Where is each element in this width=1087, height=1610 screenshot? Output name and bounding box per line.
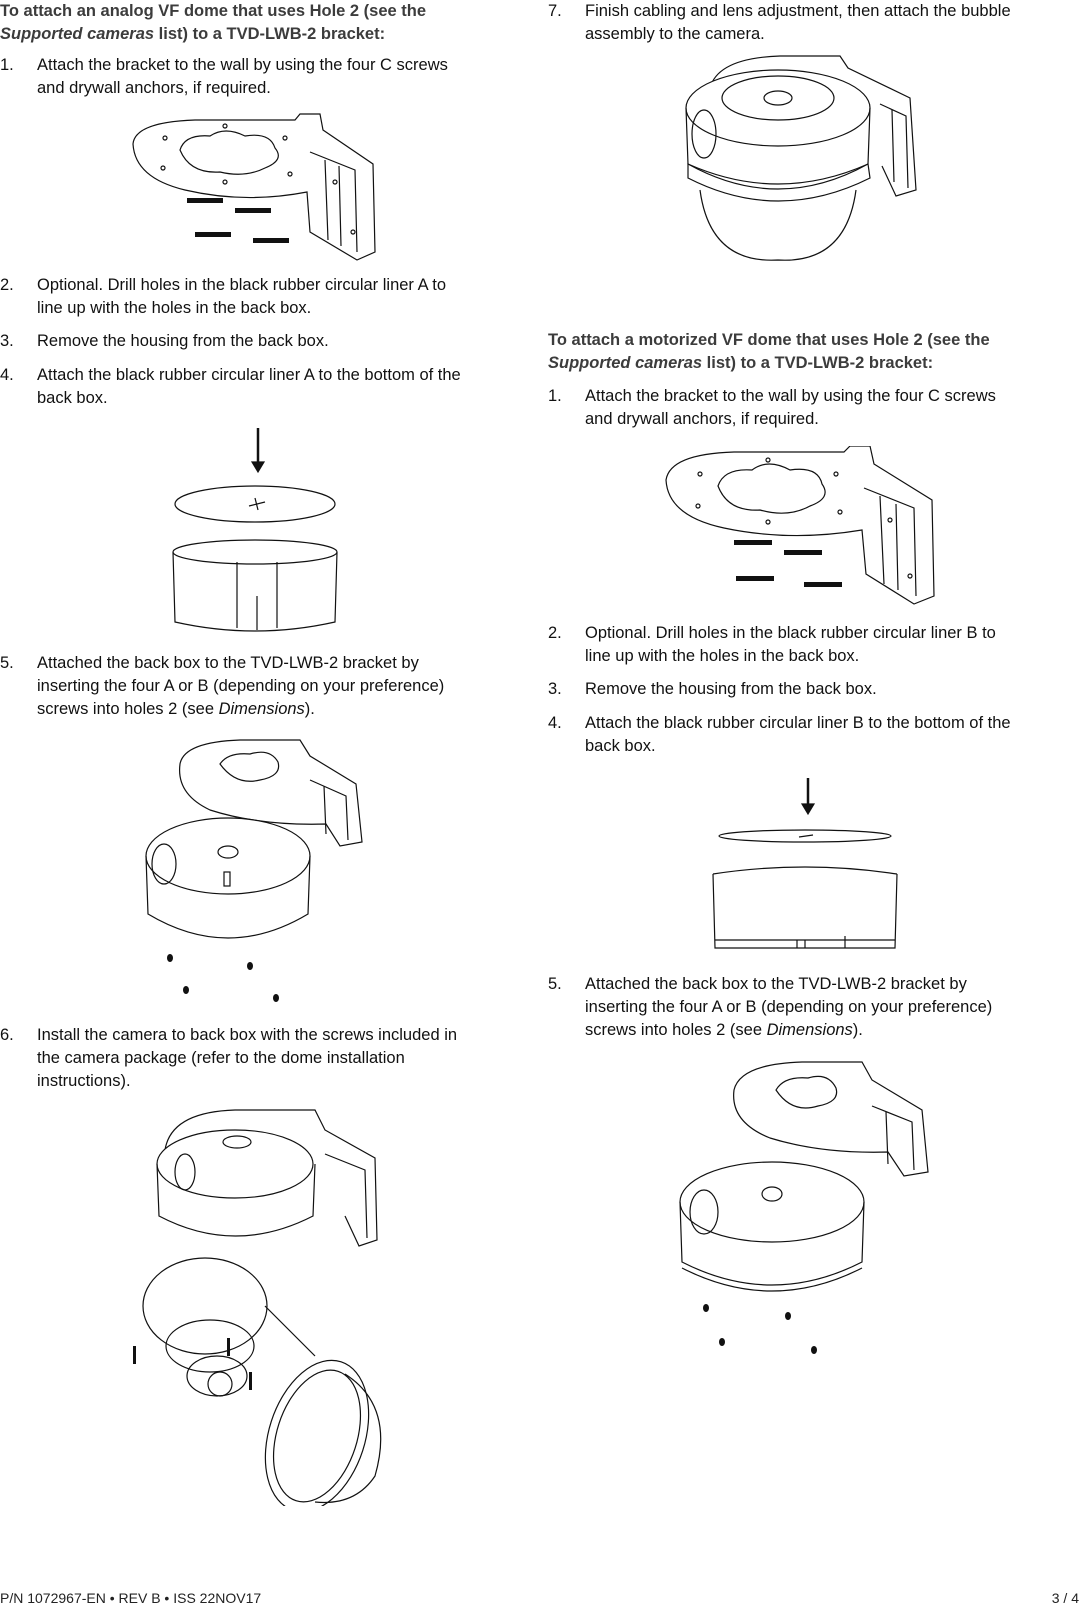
step-number: 1. bbox=[0, 56, 14, 74]
heading-text: To attach an analog VF dome that uses Ho… bbox=[0, 2, 427, 20]
step-text: line up with the holes in the back box. bbox=[37, 299, 312, 317]
step-text: assembly to the camera. bbox=[585, 25, 765, 43]
step-text: back box. bbox=[585, 737, 656, 755]
step-text: Attach the black rubber circular liner A… bbox=[37, 366, 461, 384]
step-text: instructions). bbox=[37, 1072, 131, 1090]
heading-italic-reference: Supported cameras bbox=[548, 354, 703, 372]
step-number: 6. bbox=[0, 1026, 14, 1044]
step-text: Install the camera to back box with the … bbox=[37, 1026, 458, 1044]
left-section-heading: To attach an analog VF dome that uses Ho… bbox=[0, 0, 510, 46]
step-text: Attached the back box to the TVD-LWB-2 b… bbox=[585, 975, 967, 993]
step-text: line up with the holes in the back box. bbox=[585, 647, 860, 665]
camera-installation-figure bbox=[125, 1106, 395, 1506]
step-text: Optional. Drill holes in the black rubbe… bbox=[37, 276, 447, 294]
step-number: 3. bbox=[0, 332, 14, 350]
dimensions-reference: Dimensions bbox=[766, 1021, 853, 1039]
step-text: and drywall anchors, if required. bbox=[37, 79, 271, 97]
footer-page-number: 3 / 4 bbox=[1051, 1590, 1079, 1606]
step-text: screws into holes 2 (see bbox=[585, 1021, 767, 1039]
bracket-with-screws-figure bbox=[660, 446, 940, 606]
heading-italic-reference: Supported cameras bbox=[0, 25, 155, 43]
step-number: 3. bbox=[548, 680, 562, 698]
right-section-heading: To attach a motorized VF dome that uses … bbox=[548, 329, 1078, 375]
step-text: Remove the housing from the back box. bbox=[37, 332, 329, 350]
step-text: inserting the four A or B (depending on … bbox=[585, 998, 993, 1016]
step-text: inserting the four A or B (depending on … bbox=[37, 677, 445, 695]
liner-onto-back-box-figure bbox=[165, 426, 345, 636]
back-box-to-bracket-figure bbox=[672, 1058, 942, 1378]
step-text: back box. bbox=[37, 389, 108, 407]
liner-onto-back-box-figure bbox=[705, 776, 905, 956]
step-text: Attach the black rubber circular liner B… bbox=[585, 714, 1011, 732]
step-text: Finish cabling and lens adjustment, then… bbox=[585, 2, 1011, 20]
step-text: Attach the bracket to the wall by using … bbox=[37, 56, 448, 74]
step-text: Optional. Drill holes in the black rubbe… bbox=[585, 624, 996, 642]
step-text: ). bbox=[304, 700, 315, 718]
step-number: 7. bbox=[548, 2, 562, 20]
step-text: the camera package (refer to the dome in… bbox=[37, 1049, 405, 1067]
step-number: 1. bbox=[548, 387, 562, 405]
step-text: Attach the bracket to the wall by using … bbox=[585, 387, 996, 405]
step-number: 4. bbox=[0, 366, 14, 384]
dimensions-reference: Dimensions bbox=[218, 700, 305, 718]
step-text: and drywall anchors, if required. bbox=[585, 410, 819, 428]
heading-text: list) to a TVD-LWB-2 bracket: bbox=[706, 354, 934, 372]
back-box-to-bracket-figure bbox=[140, 734, 380, 1034]
step-number: 4. bbox=[548, 714, 562, 732]
step-number: 2. bbox=[548, 624, 562, 642]
step-number: 5. bbox=[0, 654, 14, 672]
step-text: ). bbox=[852, 1021, 863, 1039]
step-text: Remove the housing from the back box. bbox=[585, 680, 877, 698]
step-number: 2. bbox=[0, 276, 14, 294]
step-text: screws into holes 2 (see bbox=[37, 700, 219, 718]
step-number: 5. bbox=[548, 975, 562, 993]
bubble-assembly-figure bbox=[670, 54, 930, 264]
step-text: Attached the back box to the TVD-LWB-2 b… bbox=[37, 654, 419, 672]
bracket-with-screws-figure bbox=[125, 112, 385, 262]
footer-part-number: P/N 1072967-EN • REV B • ISS 22NOV17 bbox=[0, 1590, 262, 1606]
heading-text: To attach a motorized VF dome that uses … bbox=[548, 331, 990, 349]
heading-text: list) to a TVD-LWB-2 bracket: bbox=[158, 25, 386, 43]
